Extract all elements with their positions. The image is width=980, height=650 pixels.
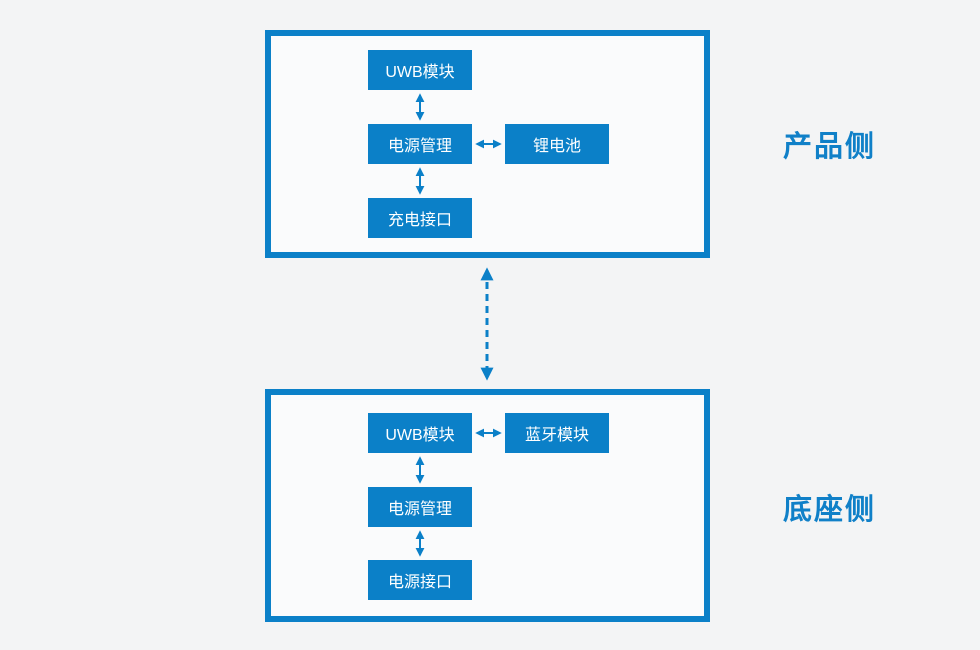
module-box-product-power-mgmt: 电源管理	[368, 124, 472, 164]
module-label: 充电接口	[387, 212, 452, 229]
product-panel	[265, 30, 710, 258]
module-label: 蓝牙模块	[524, 427, 589, 444]
module-box-product-battery: 锂电池	[505, 124, 609, 164]
module-box-base-bluetooth: 蓝牙模块	[505, 413, 609, 453]
module-label: 电源管理	[387, 501, 452, 518]
module-box-product-charge-port: 充电接口	[368, 198, 472, 238]
module-box-product-uwb: UWB模块	[368, 50, 472, 90]
module-label: 电源接口	[387, 574, 452, 591]
module-label: UWB模块	[385, 64, 455, 81]
module-box-base-power-mgmt: 电源管理	[368, 487, 472, 527]
module-box-base-uwb: UWB模块	[368, 413, 472, 453]
product-side-label: 产品侧	[783, 131, 877, 163]
module-label: 电源管理	[387, 138, 452, 155]
module-label: 锂电池	[532, 138, 581, 155]
module-box-base-power-port: 电源接口	[368, 560, 472, 600]
base-panel	[265, 389, 710, 622]
module-label: UWB模块	[385, 427, 455, 444]
base-side-label: 底座侧	[783, 494, 877, 526]
